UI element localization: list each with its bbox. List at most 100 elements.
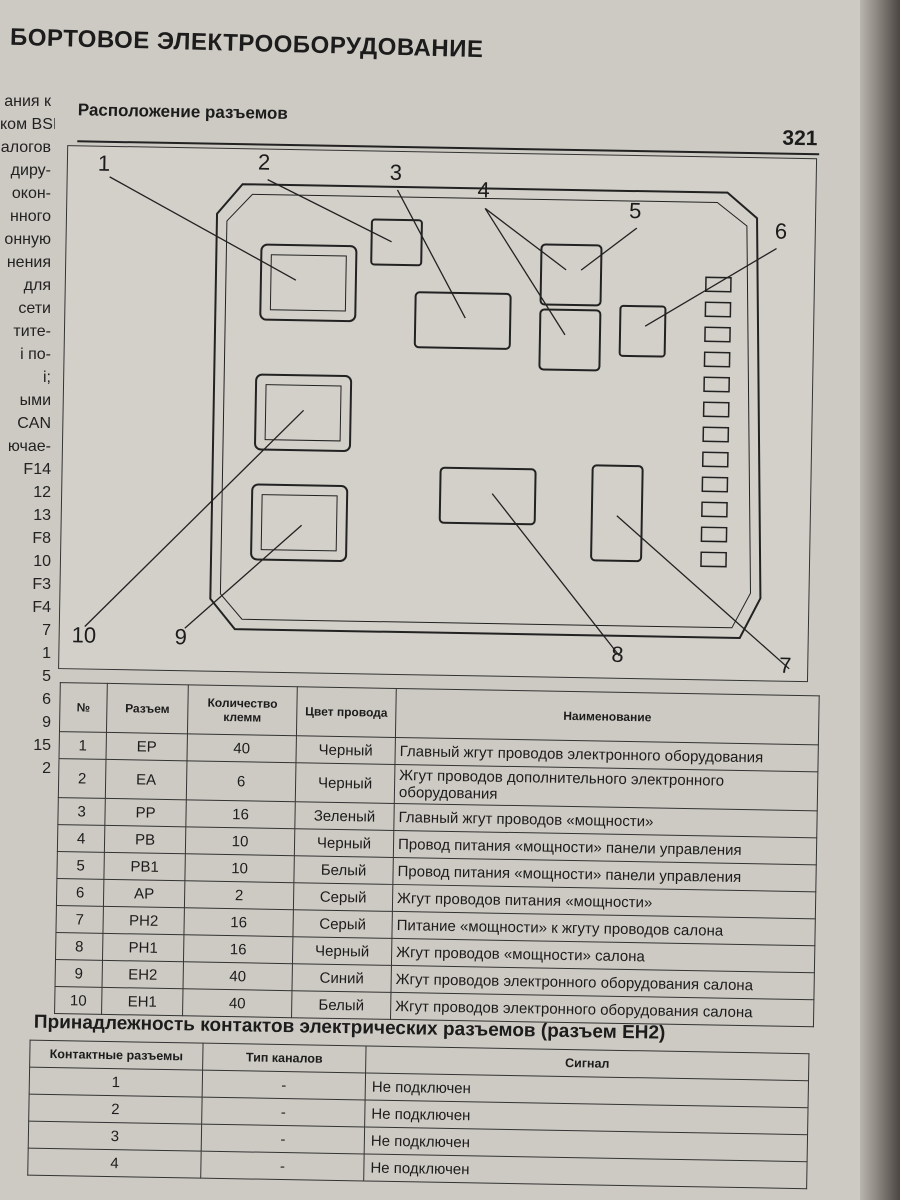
gutter-line: 1 xyxy=(42,645,51,662)
cell-terminals: 6 xyxy=(186,760,296,802)
cell-connector: EP xyxy=(105,732,188,761)
gutter-line: диру- xyxy=(10,162,51,179)
cell-terminals: 40 xyxy=(186,733,297,763)
gutter-line: 9 xyxy=(42,714,51,731)
callout-2: 2 xyxy=(257,149,271,175)
cell-number: 8 xyxy=(55,932,103,961)
cell-wire-color: Серый xyxy=(293,882,393,912)
connector-9-shape xyxy=(250,483,349,562)
connector-10-shape xyxy=(254,373,353,453)
cell-number: 7 xyxy=(55,905,104,934)
housing-outline xyxy=(209,183,762,639)
cell-number: 9 xyxy=(55,959,103,988)
cell-wire-color: Серый xyxy=(292,909,393,939)
cell-wire-color: Белый xyxy=(293,855,394,885)
gutter-line: і; xyxy=(43,369,51,386)
section-title: Расположение разъемов xyxy=(77,100,289,123)
gutter-line: 13 xyxy=(33,507,51,524)
gutter-line: ания к xyxy=(4,93,51,110)
connector-5-shape xyxy=(539,243,603,307)
cell-connector: AP xyxy=(103,879,185,908)
cell-connector: EH1 xyxy=(101,987,184,1016)
cell-terminals: 16 xyxy=(183,934,293,964)
cell-connector: EA xyxy=(105,759,187,800)
callout-6: 6 xyxy=(774,218,788,244)
gutter-line: 5 xyxy=(42,668,51,685)
connector-1-shape xyxy=(259,243,358,323)
gutter-line: CAN xyxy=(17,415,51,432)
cell-terminals: 16 xyxy=(185,799,296,829)
cell-contact: 3 xyxy=(28,1121,202,1152)
gutter-line: ыми xyxy=(19,392,51,409)
callout-5: 5 xyxy=(628,197,642,224)
gutter-line: F14 xyxy=(23,461,51,478)
gutter-line: окон- xyxy=(11,185,51,202)
cell-connector: PH1 xyxy=(102,933,184,962)
cell-terminals: 10 xyxy=(185,826,295,856)
col-connector-header: Разъем xyxy=(106,683,189,734)
cell-number: 5 xyxy=(56,851,105,880)
callout-8: 8 xyxy=(611,641,624,667)
connectors-table: № Разъем Количество клемм Цвет провода Н… xyxy=(54,682,820,1027)
gutter-line: тите- xyxy=(13,323,51,340)
col-contacts-header: Контактные разъемы xyxy=(29,1040,204,1071)
cell-wire-color: Зеленый xyxy=(294,801,395,831)
cell-wire-color: Синий xyxy=(291,963,392,993)
cell-number: 6 xyxy=(56,878,104,907)
cell-channel-type: - xyxy=(201,1097,366,1127)
gutter-line: онную xyxy=(4,231,51,248)
gutter-line: 15 xyxy=(33,737,51,754)
cell-connector: EH2 xyxy=(102,960,184,989)
cell-wire-color: Черный xyxy=(294,828,394,858)
callout-3: 3 xyxy=(389,159,403,185)
cell-connector: PP xyxy=(104,798,187,827)
cell-channel-type: - xyxy=(200,1151,365,1181)
gutter-line: F4 xyxy=(32,599,51,616)
cell-channel-type: - xyxy=(201,1124,365,1154)
cell-contact: 1 xyxy=(29,1067,203,1098)
cell-wire-color: Белый xyxy=(291,990,391,1020)
gutter-line: F3 xyxy=(32,576,51,593)
col-terminals-header: Количество клемм xyxy=(187,684,298,736)
connector-2-shape xyxy=(370,218,423,267)
gutter-line: нения xyxy=(6,254,51,271)
page-content: Расположение разъемов 321 xyxy=(27,100,840,1189)
cell-connector: PB1 xyxy=(103,852,186,881)
pins-table: Контактные разъемы Тип каналов Сигнал 1-… xyxy=(27,1040,809,1190)
book-edge xyxy=(860,0,900,1200)
cell-contact: 2 xyxy=(28,1094,203,1125)
gutter-line: F8 xyxy=(32,530,51,547)
gutter-line: сети xyxy=(18,300,51,317)
connector-7-shape xyxy=(590,464,644,563)
gutter-line: ком BSI xyxy=(0,116,55,133)
callout-9: 9 xyxy=(174,624,188,650)
gutter-line: 10 xyxy=(33,553,51,570)
housing-inner-outline xyxy=(219,193,752,629)
cell-number: 4 xyxy=(57,824,105,853)
col-wire-color-header: Цвет провода xyxy=(296,686,397,738)
callout-1: 1 xyxy=(97,150,111,176)
col-name-header: Наименование xyxy=(395,688,820,745)
cell-wire-color: Черный xyxy=(295,735,396,765)
connector-3-shape xyxy=(413,291,512,350)
cell-terminals: 2 xyxy=(184,880,294,910)
col-channel-type-header: Тип каналов xyxy=(202,1043,367,1073)
callout-4: 4 xyxy=(477,177,490,203)
connector-6-shape xyxy=(618,304,667,358)
callout-10: 10 xyxy=(71,622,97,648)
fuse-column xyxy=(700,276,732,568)
fuse-box-drawing xyxy=(84,176,790,670)
cell-channel-type: - xyxy=(202,1070,366,1100)
cell-contact: 4 xyxy=(27,1148,202,1179)
cell-number: 3 xyxy=(57,797,106,826)
gutter-line: 7 xyxy=(42,622,51,639)
cell-connector: PB xyxy=(104,825,186,854)
leader-lines xyxy=(84,176,790,670)
cell-terminals: 40 xyxy=(183,961,293,991)
fuse-box-diagram: 1 2 3 4 5 6 7 8 9 10 xyxy=(58,145,818,683)
gutter-line: 2 xyxy=(42,760,51,777)
gutter-line: для xyxy=(23,277,51,294)
gutter-line: нного xyxy=(10,208,51,225)
col-number-header: № xyxy=(59,682,108,733)
